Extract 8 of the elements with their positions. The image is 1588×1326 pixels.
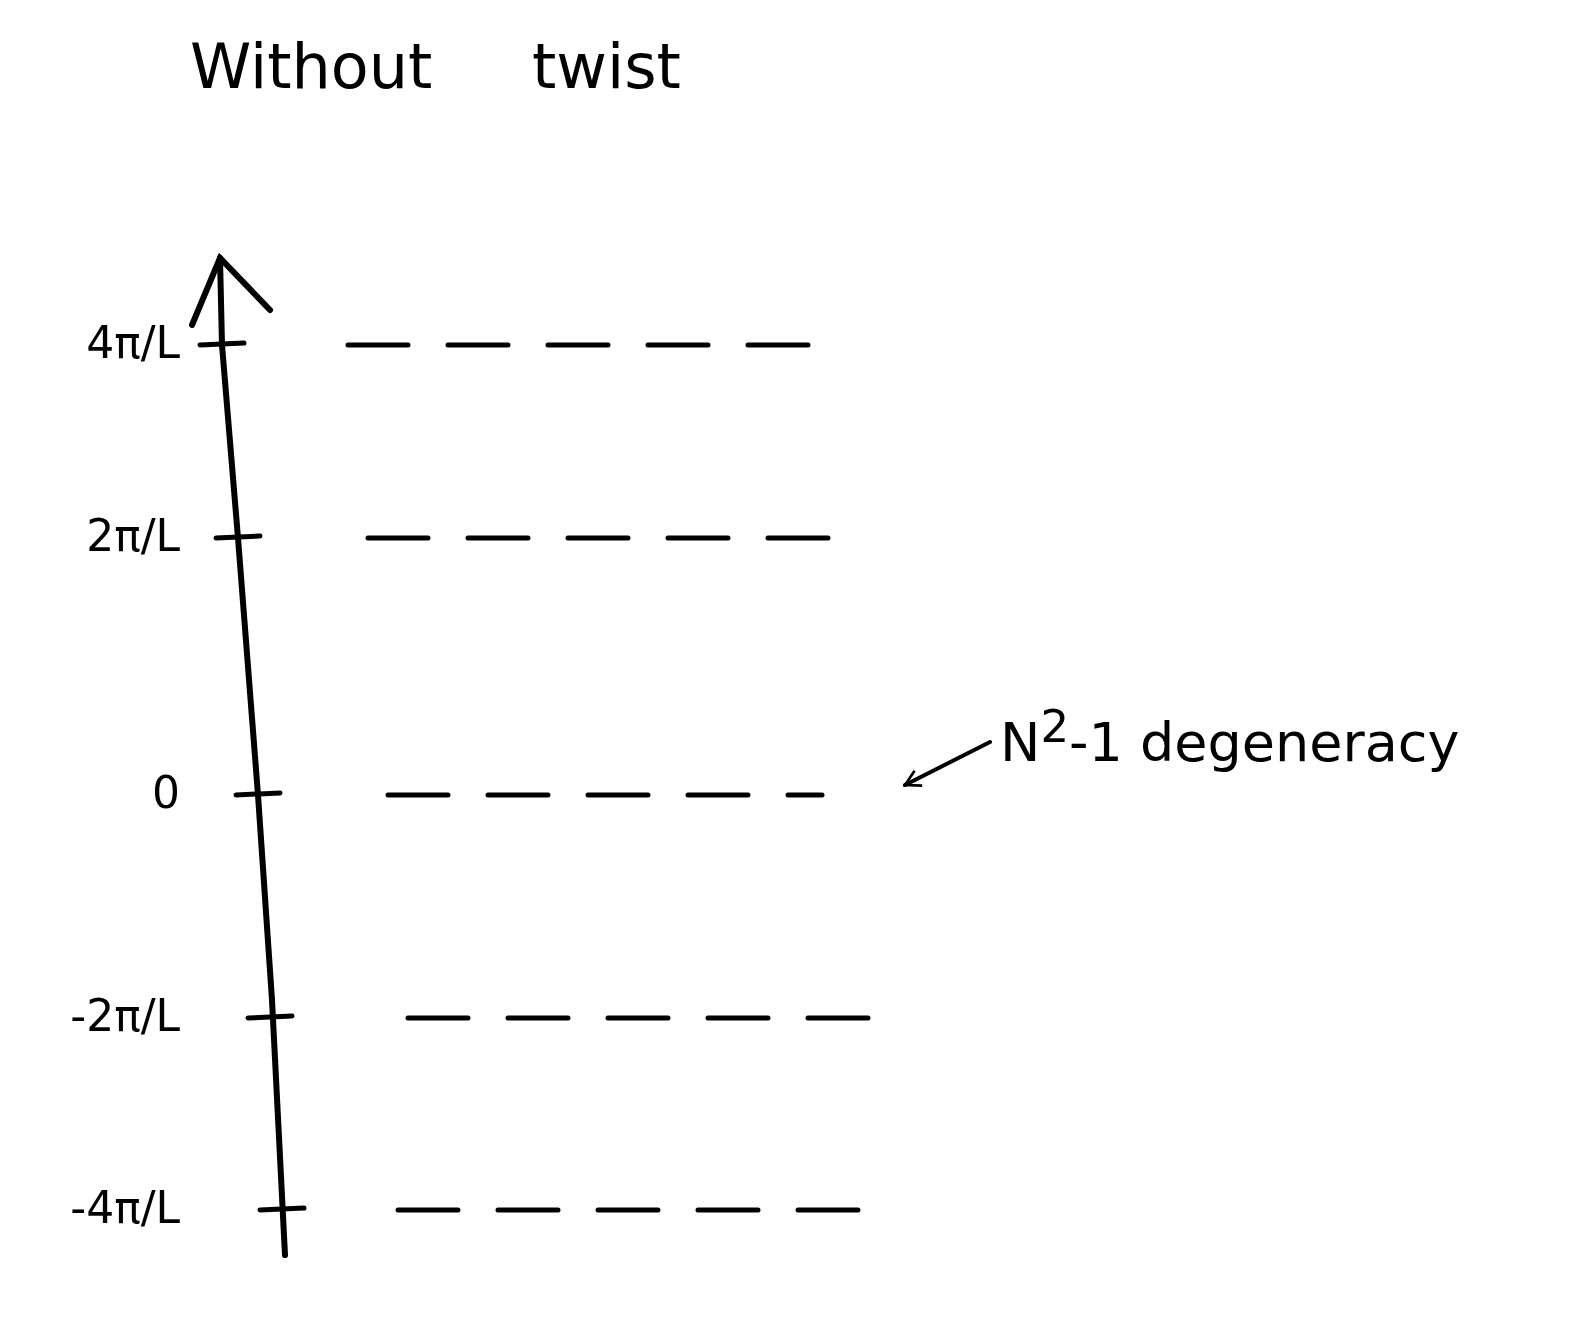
tick-label: -4π/L (69, 1182, 180, 1233)
title: Without twist (190, 30, 681, 103)
tick-label: 2π/L (85, 510, 180, 561)
tick-label: -2π/L (69, 990, 180, 1041)
annotation-text: N$^{2}$-1 degeneracy (1000, 700, 1460, 774)
tick-label: 4π/L (85, 317, 180, 368)
tick-label: 0 (151, 767, 180, 818)
arrow (903, 740, 992, 787)
